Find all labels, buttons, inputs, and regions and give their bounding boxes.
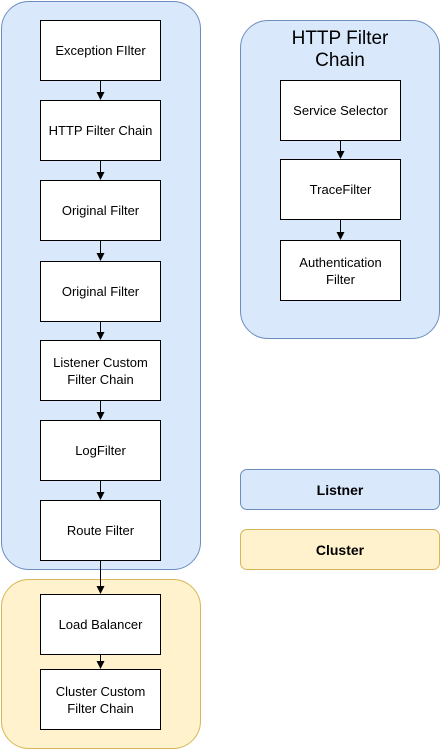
node-original-filter-2[interactable]: Original Filter bbox=[40, 261, 161, 322]
node-log-filter[interactable]: LogFilter bbox=[40, 420, 161, 481]
node-authentication-filter[interactable]: Authentication Filter bbox=[280, 240, 401, 301]
node-trace-filter[interactable]: TraceFilter bbox=[280, 159, 401, 220]
legend-listener: Listner bbox=[240, 469, 440, 510]
node-http-filter-chain[interactable]: HTTP Filter Chain bbox=[40, 100, 161, 161]
node-exception-filter[interactable]: Exception FIlter bbox=[40, 20, 161, 81]
node-original-filter-1[interactable]: Original Filter bbox=[40, 180, 161, 241]
node-cluster-custom-filter-chain[interactable]: Cluster Custom Filter Chain bbox=[40, 669, 161, 730]
node-load-balancer[interactable]: Load Balancer bbox=[40, 594, 161, 655]
node-route-filter[interactable]: Route Filter bbox=[40, 500, 161, 561]
legend-cluster: Cluster bbox=[240, 529, 440, 570]
node-listener-custom-filter-chain[interactable]: Listener Custom Filter Chain bbox=[40, 340, 161, 401]
http-filter-chain-title: HTTP Filter Chain bbox=[291, 28, 389, 71]
node-service-selector[interactable]: Service Selector bbox=[280, 80, 401, 141]
